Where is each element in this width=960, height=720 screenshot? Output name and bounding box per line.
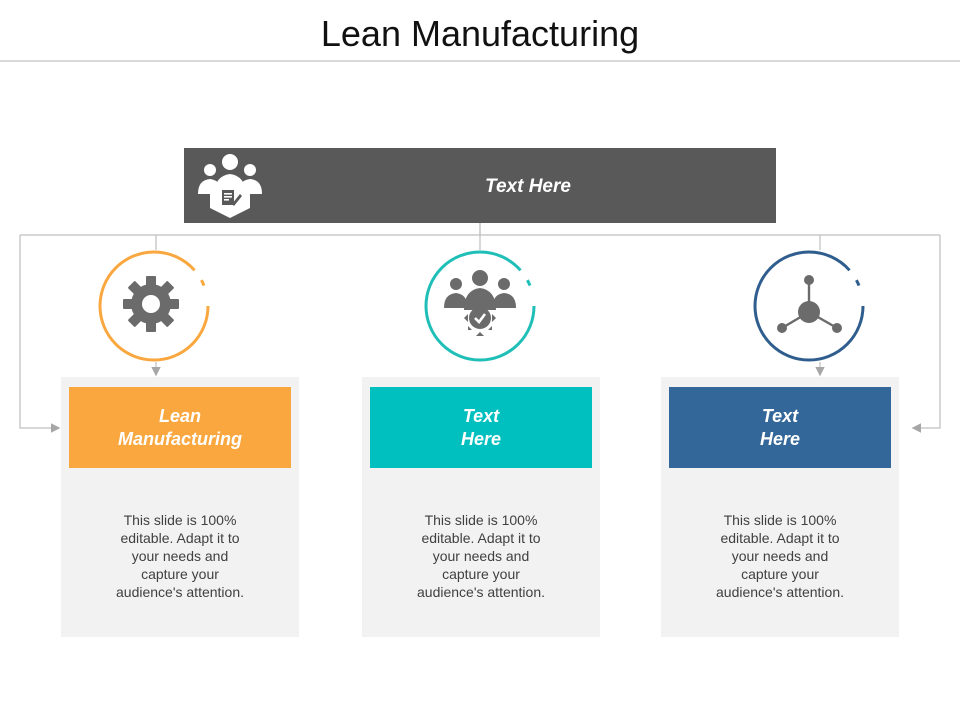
- slide-title: Lean Manufacturing: [320, 13, 640, 54]
- card-heading: Text Here: [370, 387, 592, 468]
- card-text-here-right: Text Here This slide is 100% editable. A…: [661, 377, 899, 637]
- card-description: This slide is 100% editable. Adapt it to…: [691, 511, 869, 601]
- card-description: This slide is 100% editable. Adapt it to…: [91, 511, 269, 601]
- description-line: capture your: [141, 566, 219, 582]
- description-line: audience's attention.: [417, 584, 545, 600]
- gear-icon: [98, 250, 210, 362]
- description-line: editable. Adapt it to: [421, 530, 541, 546]
- card-text-here-center: Text Here This slide is 100% editable. A…: [362, 377, 600, 637]
- card-heading-line2: Manufacturing: [118, 428, 242, 449]
- card-description: This slide is 100% editable. Adapt it to…: [392, 511, 570, 601]
- connector-right-loop: [911, 235, 941, 433]
- top-bar-label: Text Here: [485, 176, 571, 197]
- card-heading-line2: Here: [460, 428, 502, 449]
- team-document-icon: [198, 154, 262, 218]
- description-line: audience's attention.: [716, 584, 844, 600]
- network-node-icon: [753, 250, 865, 362]
- card-heading-line1: Text: [462, 405, 500, 426]
- card-heading: Text Here: [669, 387, 891, 468]
- description-line: capture your: [442, 566, 520, 582]
- title-divider: [0, 60, 960, 62]
- description-line: editable. Adapt it to: [720, 530, 840, 546]
- description-line: audience's attention.: [116, 584, 244, 600]
- team-network-icon: [424, 250, 536, 362]
- card-lean-manufacturing: Lean Manufacturing This slide is 100% ed…: [61, 377, 299, 637]
- description-line: This slide is 100%: [424, 512, 538, 528]
- description-line: capture your: [741, 566, 819, 582]
- description-line: your needs and: [131, 548, 229, 564]
- card-heading-line1: Text: [761, 405, 799, 426]
- description-line: This slide is 100%: [123, 512, 237, 528]
- card-heading: Lean Manufacturing: [69, 387, 291, 468]
- connector-left-loop: [19, 235, 61, 433]
- description-line: This slide is 100%: [723, 512, 837, 528]
- description-line: editable. Adapt it to: [120, 530, 240, 546]
- card-heading-line1: Lean: [158, 405, 201, 426]
- top-bar: [184, 148, 776, 223]
- description-line: your needs and: [731, 548, 829, 564]
- description-line: your needs and: [432, 548, 530, 564]
- card-heading-line2: Here: [759, 428, 801, 449]
